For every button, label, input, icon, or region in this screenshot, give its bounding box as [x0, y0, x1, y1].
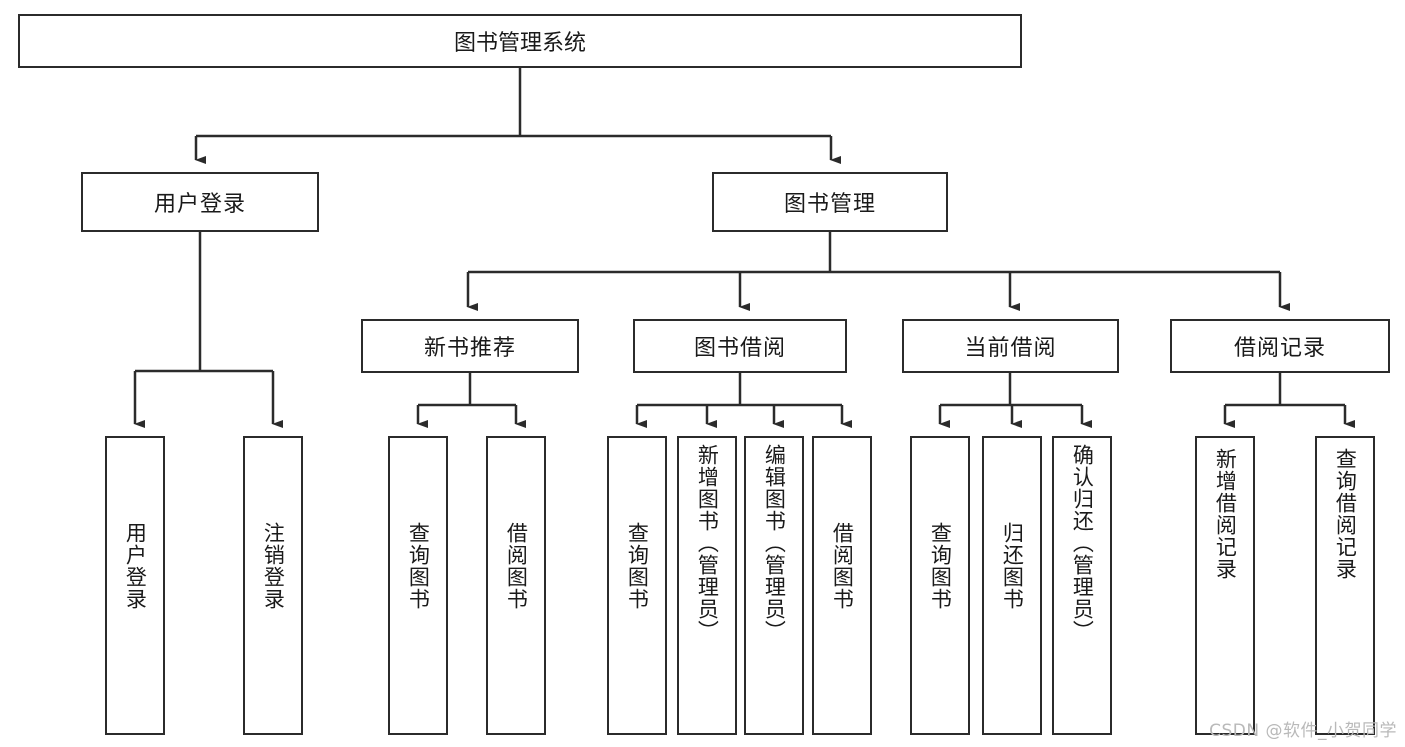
- node-leaf-query-book-3-label: 查询图书: [928, 522, 953, 610]
- node-leaf-query-book-2[interactable]: 查询图书: [607, 436, 667, 735]
- node-leaf-user-login-label: 用户登录: [123, 522, 148, 610]
- node-leaf-edit-book-admin[interactable]: 编辑图书（管理员）: [744, 436, 804, 735]
- node-leaf-logout-login[interactable]: 注销登录: [243, 436, 303, 735]
- node-leaf-query-book-3[interactable]: 查询图书: [910, 436, 970, 735]
- node-leaf-borrow-book-1[interactable]: 借阅图书: [486, 436, 546, 735]
- node-leaf-borrow-book-1-label: 借阅图书: [504, 522, 529, 610]
- node-leaf-borrow-book-2-label: 借阅图书: [830, 522, 855, 610]
- node-leaf-return-book-label: 归还图书: [1000, 522, 1025, 610]
- node-current-borrow[interactable]: 当前借阅: [902, 319, 1119, 373]
- node-leaf-borrow-book-2[interactable]: 借阅图书: [812, 436, 872, 735]
- node-leaf-logout-login-label: 注销登录: [261, 522, 286, 610]
- node-current-borrow-label: 当前借阅: [964, 336, 1057, 361]
- node-leaf-query-book-2-label: 查询图书: [625, 522, 650, 610]
- node-leaf-query-book-1[interactable]: 查询图书: [388, 436, 448, 735]
- node-leaf-user-login[interactable]: 用户登录: [105, 436, 165, 735]
- node-leaf-add-borrow-record[interactable]: 新增借阅记录: [1195, 436, 1255, 735]
- node-borrow-record-label: 借阅记录: [1233, 336, 1326, 361]
- node-leaf-return-book[interactable]: 归还图书: [982, 436, 1042, 735]
- node-root-label: 图书管理系统: [453, 31, 586, 56]
- node-leaf-confirm-return-admin-label: 确认归还（管理员）: [1070, 444, 1095, 642]
- node-leaf-add-book-admin[interactable]: 新增图书（管理员）: [677, 436, 737, 735]
- node-leaf-confirm-return-admin[interactable]: 确认归还（管理员）: [1052, 436, 1112, 735]
- node-book-borrow-label: 图书借阅: [693, 336, 786, 361]
- node-book-borrow[interactable]: 图书借阅: [633, 319, 847, 373]
- node-leaf-query-borrow-record-label: 查询借阅记录: [1333, 448, 1358, 580]
- node-new-book-recommend[interactable]: 新书推荐: [361, 319, 579, 373]
- csdn-watermark: CSDN @软件_小贺同学: [1209, 721, 1397, 741]
- node-leaf-query-book-1-label: 查询图书: [406, 522, 431, 610]
- node-book-management[interactable]: 图书管理: [712, 172, 948, 232]
- node-book-management-label: 图书管理: [783, 192, 876, 217]
- node-root[interactable]: 图书管理系统: [18, 14, 1022, 68]
- node-borrow-record[interactable]: 借阅记录: [1170, 319, 1390, 373]
- node-leaf-query-borrow-record[interactable]: 查询借阅记录: [1315, 436, 1375, 735]
- node-leaf-add-borrow-record-label: 新增借阅记录: [1213, 448, 1238, 580]
- node-user-login-label: 用户登录: [153, 192, 246, 217]
- node-new-book-recommend-label: 新书推荐: [423, 336, 516, 361]
- node-leaf-edit-book-admin-label: 编辑图书（管理员）: [762, 444, 787, 642]
- node-leaf-add-book-admin-label: 新增图书（管理员）: [695, 444, 720, 642]
- node-user-login[interactable]: 用户登录: [81, 172, 319, 232]
